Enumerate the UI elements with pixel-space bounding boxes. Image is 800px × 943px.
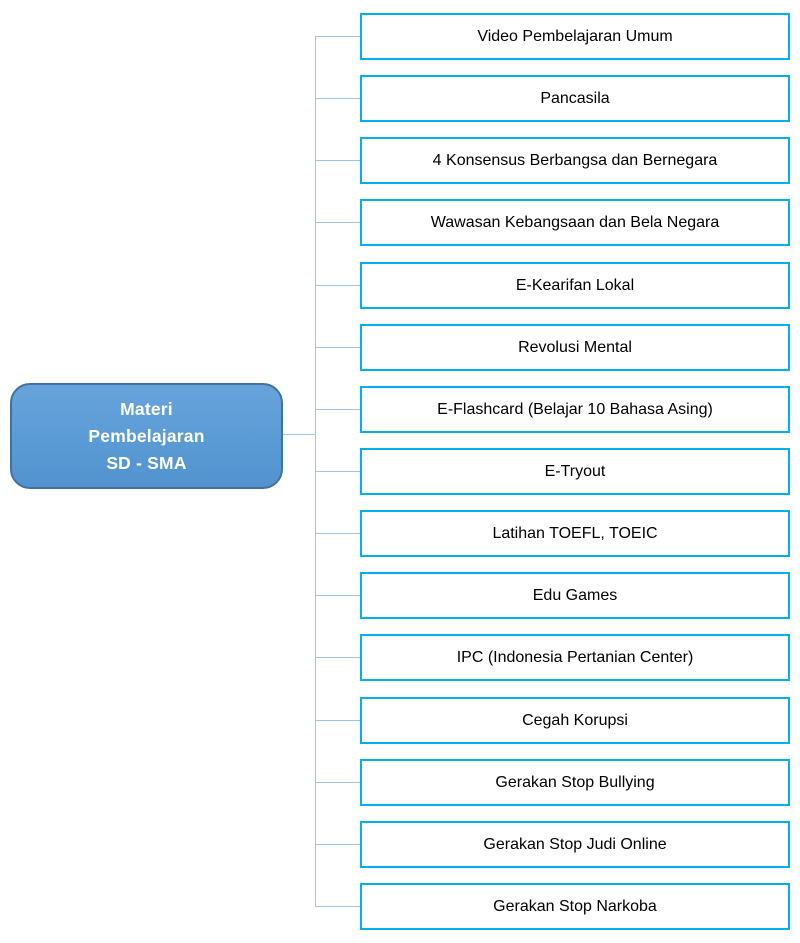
leaf-node-label: E-Flashcard (Belajar 10 Bahasa Asing): [437, 400, 713, 418]
leaf-node: Pancasila: [360, 75, 790, 122]
leaf-node: Latihan TOEFL, TOEIC: [360, 510, 790, 557]
leaf-node-label: 4 Konsensus Berbangsa dan Bernegara: [432, 151, 718, 169]
connector-stub: [315, 160, 360, 161]
leaf-node-label: Pancasila: [540, 89, 610, 107]
leaf-node-label: Revolusi Mental: [518, 338, 632, 356]
leaf-node-label: E-Kearifan Lokal: [515, 276, 635, 294]
connector-stub: [315, 347, 360, 348]
connector-trunk: [315, 37, 316, 907]
leaf-node: 4 Konsensus Berbangsa dan Bernegara: [360, 137, 790, 184]
leaf-node: Wawasan Kebangsaan dan Bela Negara: [360, 199, 790, 246]
leaf-node: IPC (Indonesia Pertanian Center): [360, 634, 790, 681]
leaf-node: E-Flashcard (Belajar 10 Bahasa Asing): [360, 386, 790, 433]
leaf-node-label: E-Tryout: [544, 462, 606, 480]
connector-stub: [315, 471, 360, 472]
leaf-node: E-Tryout: [360, 448, 790, 495]
leaf-node-label: Gerakan Stop Judi Online: [483, 835, 667, 853]
leaf-node: Gerakan Stop Judi Online: [360, 821, 790, 868]
root-node-label: Materi Pembelajaran SD - SMA: [88, 398, 205, 473]
connector-stub: [315, 720, 360, 721]
connector-stub: [315, 906, 360, 907]
connector-stub: [315, 409, 360, 410]
connector-stub: [315, 657, 360, 658]
leaf-node: Cegah Korupsi: [360, 697, 790, 744]
leaf-node-label: Wawasan Kebangsaan dan Bela Negara: [430, 213, 720, 231]
connector-stub: [315, 222, 360, 223]
connector-stub: [315, 595, 360, 596]
leaf-node-label: Video Pembelajaran Umum: [477, 27, 673, 45]
leaf-node: E-Kearifan Lokal: [360, 262, 790, 309]
connector-root-link: [283, 434, 315, 435]
connector-stub: [315, 98, 360, 99]
leaf-node-label: Gerakan Stop Narkoba: [493, 897, 657, 915]
leaf-node-label: Cegah Korupsi: [522, 711, 628, 729]
leaf-node-label: Edu Games: [532, 586, 618, 604]
leaf-node-label: Gerakan Stop Bullying: [495, 773, 655, 791]
connector-stub: [315, 285, 360, 286]
connector-stub: [315, 782, 360, 783]
connector-stub: [315, 36, 360, 37]
connector-stub: [315, 844, 360, 845]
root-node: Materi Pembelajaran SD - SMA: [10, 383, 283, 489]
leaf-node: Video Pembelajaran Umum: [360, 13, 790, 60]
leaf-node: Gerakan Stop Narkoba: [360, 883, 790, 930]
leaf-node-label: IPC (Indonesia Pertanian Center): [456, 648, 694, 666]
leaf-node: Gerakan Stop Bullying: [360, 759, 790, 806]
leaf-node: Edu Games: [360, 572, 790, 619]
leaf-node: Revolusi Mental: [360, 324, 790, 371]
connector-stub: [315, 533, 360, 534]
leaf-node-label: Latihan TOEFL, TOEIC: [492, 524, 658, 542]
